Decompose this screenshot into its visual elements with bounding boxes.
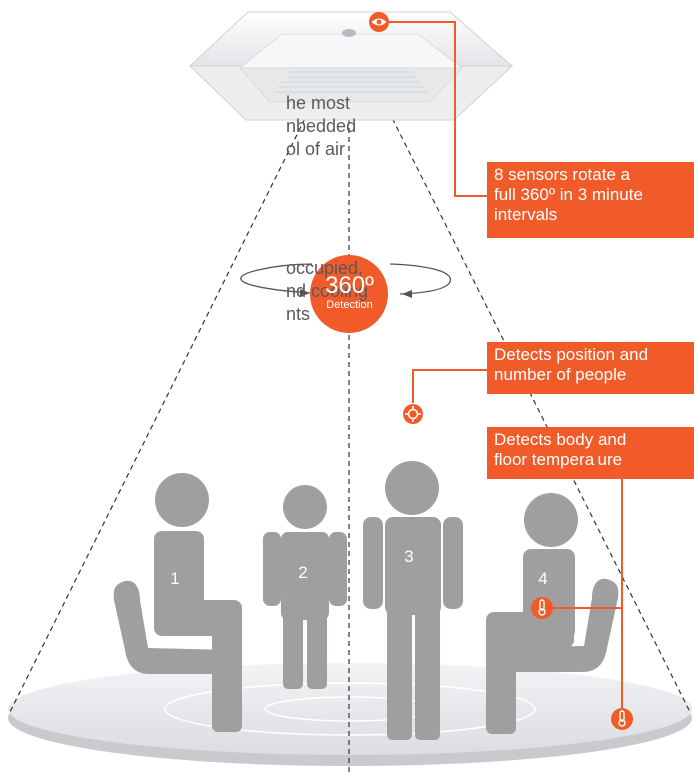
callout-line: full 360º in 3 minute <box>494 185 643 204</box>
intro-paragraph-1: he most nbedded ol of air <box>286 92 356 161</box>
intro-line: ol of air <box>286 139 346 159</box>
detection-badge-circle <box>310 255 388 333</box>
temperature-connectors <box>552 479 623 708</box>
intro-paragraph-2: occupied, nd cooling nts <box>286 257 368 326</box>
detection-cone <box>9 37 691 774</box>
temperature-callout: Detects body and floor tempera ure <box>487 427 694 479</box>
detection-badge: 360º Detection <box>310 261 389 327</box>
sensors-callout: 8 sensors rotate a full 360º in 3 minute… <box>487 162 694 238</box>
person-3 <box>363 461 463 740</box>
person-1 <box>113 473 242 732</box>
rotation-arrows <box>240 263 451 298</box>
eye-icon <box>369 12 389 32</box>
intro-line: nts <box>286 304 311 324</box>
intro-line: occupied, <box>286 258 364 278</box>
thermometer-icon <box>531 597 553 619</box>
position-connector <box>412 369 487 403</box>
position-callout: Detects position and number of people <box>487 342 694 394</box>
person-1-number: 1 <box>170 569 179 588</box>
detection-badge-label: Detection <box>326 299 373 311</box>
callout-line: number of people <box>494 365 627 384</box>
person-3-number: 3 <box>404 547 413 566</box>
crosshair-icon <box>403 404 423 424</box>
callout-line: Detects position and <box>494 345 649 364</box>
callout-line: floor tempera ure <box>494 450 623 469</box>
intro-line: he most <box>286 93 351 113</box>
person-2-number: 2 <box>298 563 307 582</box>
floor-disk <box>8 663 692 766</box>
callout-line: Detects body and <box>494 430 627 449</box>
detection-badge-value: 360º <box>325 272 374 299</box>
sensors-connector <box>388 21 487 197</box>
callout-line: intervals <box>494 205 558 224</box>
floor-ring-outer <box>164 682 536 736</box>
thermometer-icon <box>611 708 633 730</box>
person-2 <box>263 485 347 689</box>
callout-line: 8 sensors rotate a <box>494 165 631 184</box>
person-4-number: 4 <box>538 569 547 588</box>
intro-line: nd cooling <box>286 281 369 301</box>
intro-line: nbedded <box>286 116 357 136</box>
